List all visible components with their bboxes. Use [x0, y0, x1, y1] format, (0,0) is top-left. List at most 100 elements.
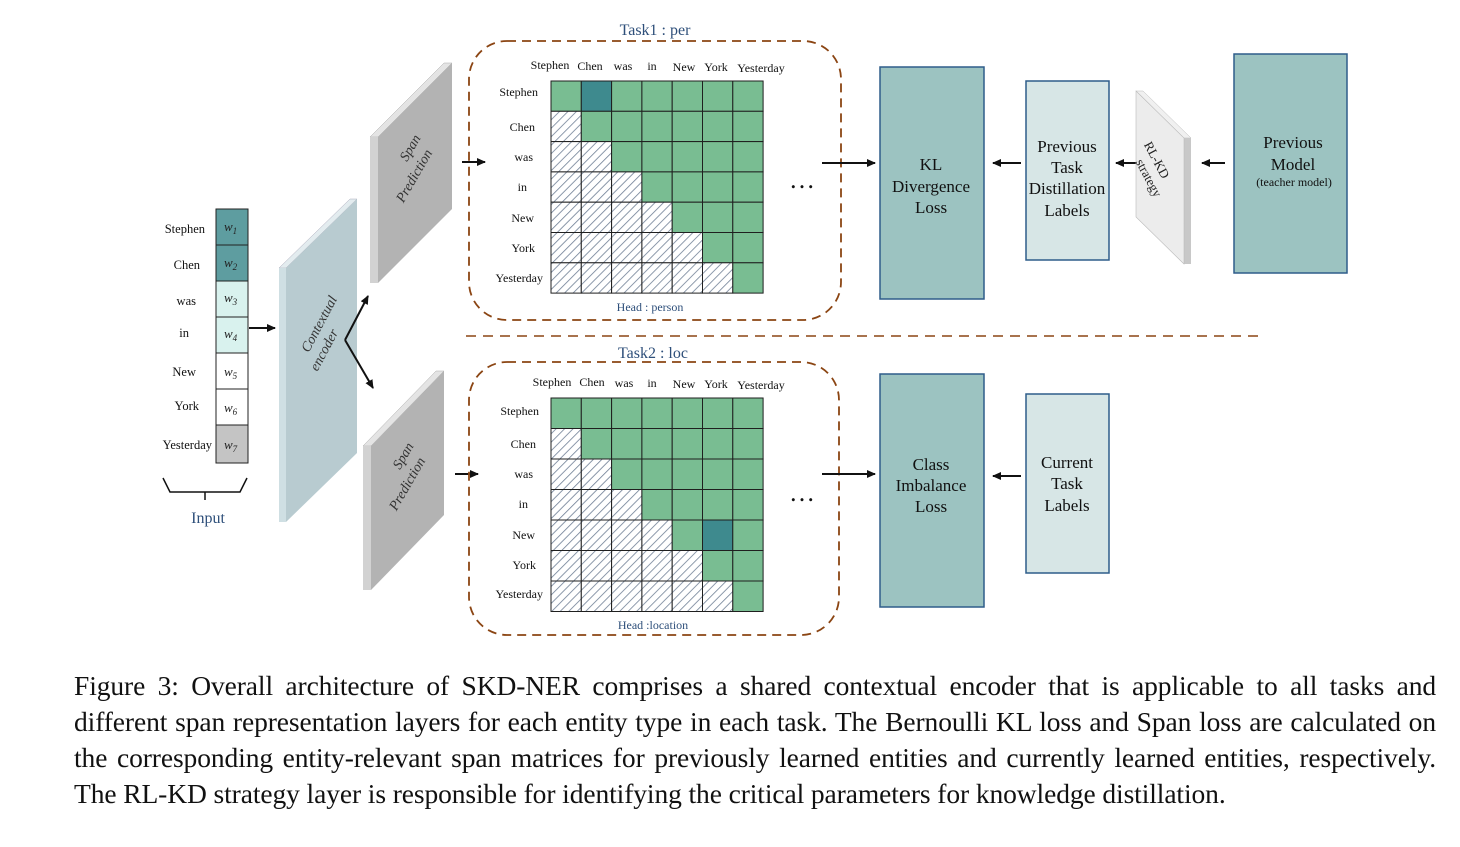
input-vector-7: w7 [224, 437, 238, 454]
input-token-3: was [177, 294, 197, 308]
matrix-cell [580, 110, 613, 143]
curr-labels-line3: Labels [1044, 496, 1089, 515]
matrix-cell [732, 397, 764, 429]
input-token-7: Yesterday [163, 438, 213, 452]
matrix-cell [611, 171, 643, 203]
matrix-cell [732, 519, 764, 551]
matrix-cell [641, 519, 673, 551]
matrix-cell [732, 201, 764, 233]
task1-dashed-border [468, 40, 842, 321]
task2-col-3: in [647, 376, 656, 390]
matrix-cell [550, 201, 582, 233]
matrix-cell [732, 141, 764, 173]
architecture-diagram: Stephen Chen was in New York Yesterday w… [162, 22, 1348, 636]
matrix-cell [550, 171, 582, 203]
task2-span-matrix [550, 397, 764, 612]
task1-row-0: Stephen [499, 85, 538, 99]
input-token-5: New [172, 365, 196, 379]
matrix-cell [550, 397, 582, 429]
matrix-cell [611, 141, 643, 173]
matrix-cell [550, 580, 582, 612]
task2-ellipsis: … [789, 478, 815, 507]
task2-row-2: was [514, 467, 533, 481]
matrix-cell [580, 550, 613, 582]
matrix-cell [702, 232, 734, 264]
input-brace [162, 477, 248, 500]
encoder-branch-down-arrow [344, 339, 374, 389]
prev-labels-line2: Task [1051, 158, 1083, 177]
matrix-cell [702, 201, 734, 233]
input-cell-1 [215, 208, 249, 246]
matrix-cell [732, 171, 764, 203]
matrix-cell [641, 428, 673, 460]
kl-loss-line1: KL [920, 155, 943, 174]
input-token-6: York [175, 399, 200, 413]
task2-row-0: Stephen [500, 404, 539, 418]
encoder-branch-up-arrow [344, 295, 369, 341]
task2-col-1: Chen [579, 375, 604, 389]
input-cell-6 [215, 388, 249, 426]
class-loss-line1: Class [913, 455, 950, 474]
matrix-cell [641, 201, 673, 233]
matrix-cell [641, 489, 673, 521]
prev-model-line2: Model [1271, 155, 1316, 174]
matrix-cell [550, 489, 582, 521]
previous-task-distillation-labels-box: Previous Task Distillation Labels [1025, 80, 1110, 261]
matrix-cell [671, 262, 704, 294]
contextual-encoder: Contextual encoder [278, 198, 358, 522]
matrix-cell [671, 80, 704, 112]
matrix-cell [580, 232, 613, 264]
rlkd-strategy-layer: RL-KD strategy [1133, 90, 1192, 265]
matrix-cell [580, 458, 613, 490]
matrix-cell [611, 397, 643, 429]
task2-row-headers: Stephen Chen was in New York Yesterday [496, 404, 543, 601]
matrix-cell [702, 110, 734, 143]
matrix-cell [641, 110, 673, 143]
prev-labels-line3: Distillation [1029, 179, 1106, 198]
task2-panel: Task2 : loc Stephen Chen was in New York… [468, 345, 840, 636]
matrix-cell [580, 489, 613, 521]
task1-row-4: New [511, 211, 534, 225]
matrix-cell [580, 519, 613, 551]
task1-col-0: Stephen [531, 58, 570, 72]
matrix-cell [671, 110, 704, 143]
task1-col-5: York [704, 60, 727, 74]
matrix-cell [732, 428, 764, 460]
task1-row-3: in [518, 180, 527, 194]
matrix-cell [641, 171, 673, 203]
matrix-cell [702, 458, 734, 490]
task2-row-6: Yesterday [496, 587, 543, 601]
task1-span-matrix [550, 80, 764, 294]
task2-row-1: Chen [511, 437, 536, 451]
matrix-cell [611, 262, 643, 294]
matrix-cell [732, 262, 764, 294]
matrix-cell [702, 428, 734, 460]
class-imbalance-loss-box: Class Imbalance Loss [879, 373, 985, 608]
matrix-cell [702, 550, 734, 582]
input-vector-1: w1 [224, 219, 237, 236]
matrix-cell [611, 550, 643, 582]
task1-row-5: York [512, 241, 535, 255]
task1-ellipsis: … [789, 165, 815, 194]
matrix-cell [702, 171, 734, 203]
matrix-cell [580, 397, 613, 429]
matrix-cell [611, 489, 643, 521]
input-section: Stephen Chen was in New York Yesterday w… [162, 208, 276, 527]
input-token-2: Chen [174, 258, 201, 272]
task1-col-4: New [673, 60, 696, 74]
matrix-cell [641, 232, 673, 264]
matrix-cell [550, 110, 582, 143]
task1-col-1: Chen [577, 59, 602, 73]
matrix-cell [550, 232, 582, 264]
matrix-cell [702, 80, 734, 112]
matrix-cell [580, 262, 613, 294]
matrix-cell [671, 580, 704, 612]
matrix-cell [580, 201, 613, 233]
prev-model-line1: Previous [1263, 133, 1323, 152]
task1-col-3: in [647, 59, 656, 73]
matrix-cell [611, 80, 643, 112]
input-cell-2 [215, 244, 249, 282]
task1-head-label: Head : person [617, 300, 684, 314]
span-prediction-1: Span Prediction [369, 62, 453, 283]
task2-dashed-border [468, 361, 840, 636]
